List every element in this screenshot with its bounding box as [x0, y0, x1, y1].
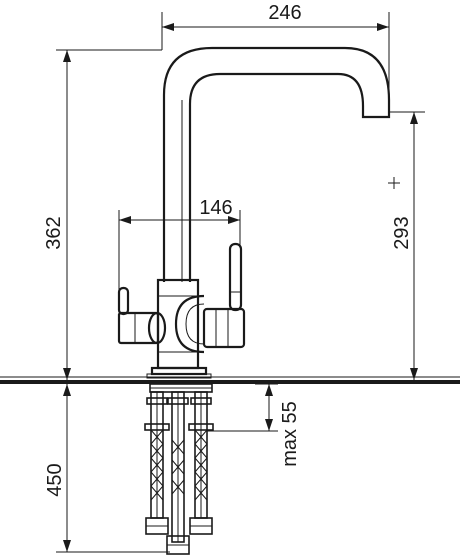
center-cross-marker [388, 177, 400, 189]
faucet [117, 46, 391, 379]
dimension-total-height: 362 [43, 49, 162, 380]
filter-handle-span-label: 146 [199, 197, 232, 219]
max-counter-thickness-label: max 55 [279, 401, 301, 467]
spout-height-label: 293 [391, 216, 413, 249]
total-height-label: 362 [43, 216, 65, 249]
dimension-max-counter-thickness: max 55 [207, 383, 301, 467]
dimension-hose-length: 450 [44, 384, 170, 553]
dimension-filter-handle-span: 146 [118, 197, 241, 292]
dimension-spout-reach: 246 [161, 2, 390, 112]
countertop [0, 376, 460, 384]
spout-reach-label: 246 [268, 2, 301, 24]
supply-hoses [144, 383, 214, 555]
dimension-spout-height: 293 [389, 111, 425, 380]
hose-length-label: 450 [44, 463, 66, 496]
